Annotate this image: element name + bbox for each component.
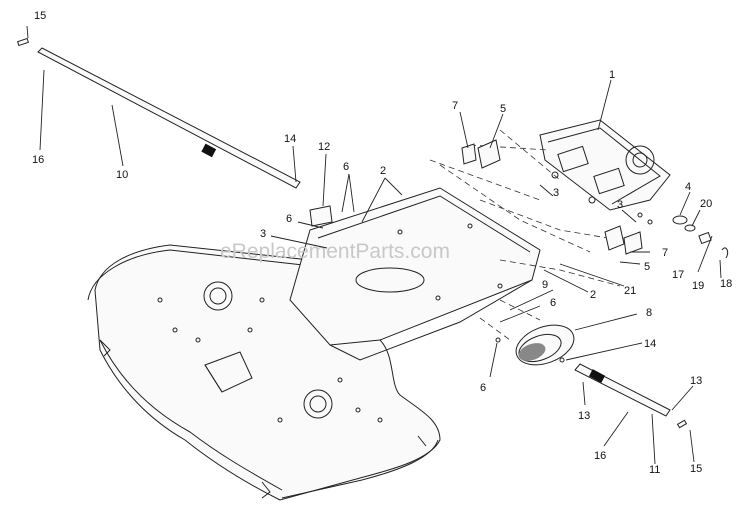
callout-17: 17 <box>672 269 684 281</box>
callout-16: 16 <box>594 450 606 462</box>
callout-15: 15 <box>34 10 46 22</box>
callout-7: 7 <box>452 100 458 112</box>
deck-plate <box>289 187 541 361</box>
drive-shaft-11 <box>574 363 671 417</box>
callout-21: 21 <box>624 285 636 297</box>
leader-lines <box>26 25 722 465</box>
pulley-8 <box>515 324 575 366</box>
callout-1: 1 <box>609 69 615 81</box>
mower-deck <box>87 244 441 501</box>
hardware <box>16 37 729 429</box>
callout-7: 7 <box>662 247 668 259</box>
callout-14: 14 <box>284 133 296 145</box>
callout-18: 18 <box>720 278 732 290</box>
callout-2: 2 <box>590 289 596 301</box>
callout-15: 15 <box>690 463 702 475</box>
callout-16: 16 <box>32 154 44 166</box>
callout-19: 19 <box>692 280 704 292</box>
callout-13: 13 <box>690 375 702 387</box>
callout-3: 3 <box>553 187 559 199</box>
callout-3: 3 <box>260 228 266 240</box>
callout-13: 13 <box>578 410 590 422</box>
callout-20: 20 <box>700 198 712 210</box>
callout-6: 6 <box>480 382 486 394</box>
callout-3: 3 <box>617 199 623 211</box>
callout-8: 8 <box>646 307 652 319</box>
gearbox-housing <box>539 119 671 211</box>
callout-4: 4 <box>685 181 691 193</box>
callout-6: 6 <box>343 161 349 173</box>
callout-11: 11 <box>649 464 660 476</box>
callout-12: 12 <box>318 141 330 153</box>
brackets <box>461 139 643 255</box>
callout-6: 6 <box>550 297 556 309</box>
callout-14: 14 <box>644 338 656 350</box>
callouts: 15 16 10 14 12 6 2 6 3 1 7 5 3 4 20 3 7 … <box>32 10 732 476</box>
callout-9: 9 <box>542 279 548 291</box>
callout-5: 5 <box>644 261 650 273</box>
drive-shaft-10 <box>37 47 301 189</box>
callout-6: 6 <box>286 213 292 225</box>
callout-10: 10 <box>116 169 128 181</box>
callout-5: 5 <box>500 103 506 115</box>
watermark: eReplacementParts.com <box>220 240 450 263</box>
bracket-12 <box>309 205 333 227</box>
callout-2: 2 <box>380 165 386 177</box>
